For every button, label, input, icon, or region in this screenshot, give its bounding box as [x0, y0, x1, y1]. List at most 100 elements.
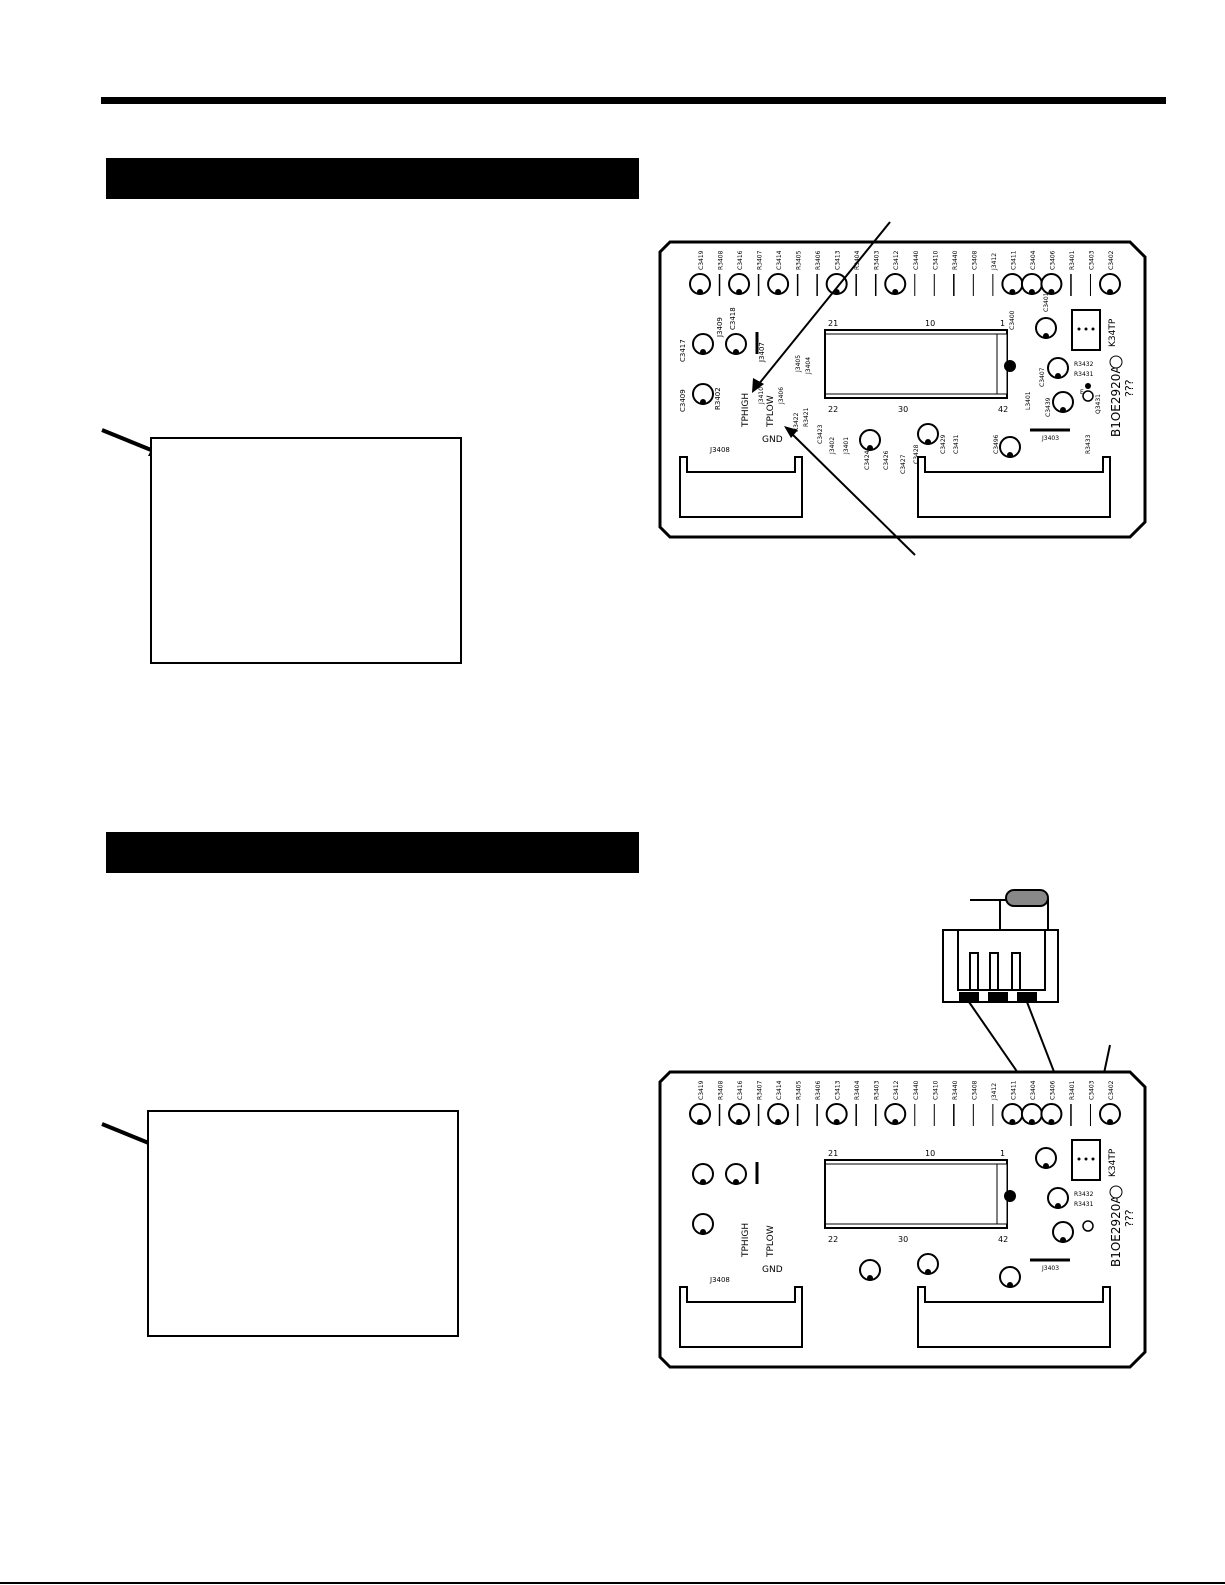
section-header-bar-2	[106, 832, 639, 873]
capacitor-polarity-dot	[1107, 1119, 1113, 1125]
top-component-label: R3405	[796, 250, 803, 270]
top-component-label: C3440	[913, 250, 920, 270]
label-tplow: TPLOW	[766, 395, 776, 428]
top-component-label: C3416	[737, 250, 744, 270]
top2-component-label: C3413	[835, 1080, 842, 1100]
label-board-rev: ???	[1123, 379, 1136, 397]
top2-component-label: C3403	[1088, 1080, 1095, 1100]
capacitor-polarity-dot	[1107, 289, 1113, 295]
label2-r3431: R3431	[1074, 1201, 1094, 1208]
top-component-label: C3403	[1088, 250, 1095, 270]
top-component-label: R3407	[757, 250, 764, 270]
ic-pin-1: 1	[1000, 319, 1005, 328]
tphigh-pointer-line	[757, 221, 891, 386]
top2-component-label: C3419	[698, 1080, 705, 1100]
top-component-label: C3414	[776, 250, 783, 270]
ic2-pin-10: 10	[925, 1149, 935, 1158]
footer-rule	[0, 1582, 1225, 1584]
top-component-label: J3412	[991, 253, 998, 271]
label2-gnd: GND	[762, 1265, 783, 1275]
top2-component-label: C3406	[1049, 1080, 1056, 1100]
capacitor-polarity-dot	[892, 1119, 899, 1125]
section-header-bar-1	[106, 158, 639, 199]
ic-pin-30: 30	[898, 405, 908, 414]
label-r3402: R3402	[714, 387, 722, 410]
label-j3401: J3401	[843, 437, 850, 455]
top-component-label: R3401	[1069, 250, 1076, 270]
capacitor-polarity-dot	[1028, 1119, 1035, 1125]
label2-board-rev: ???	[1123, 1209, 1136, 1227]
top2-component-label: R3405	[796, 1080, 803, 1100]
label-e: E	[1080, 389, 1084, 396]
capacitor-polarity-dot	[1009, 1119, 1016, 1125]
capacitor-polarity-dot	[736, 289, 743, 295]
top2-component-label: R3440	[952, 1080, 959, 1100]
top2-component-label: C3402	[1108, 1080, 1115, 1100]
label-j3406: J3406	[778, 387, 785, 405]
ic2-pin-21: 21	[828, 1149, 838, 1158]
label-c3496: C3496	[993, 434, 1000, 454]
header-rule	[101, 97, 1166, 104]
top-component-label: C3402	[1108, 250, 1115, 270]
capacitor-polarity-dot	[892, 289, 899, 295]
label2-tplow: TPLOW	[766, 1225, 776, 1258]
top2-component-label: C3411	[1010, 1080, 1017, 1100]
top2-component-label: C3404	[1030, 1080, 1037, 1100]
label-j3407: J3407	[758, 342, 766, 363]
ic-chip	[824, 329, 1008, 399]
label-r3422: R3422	[793, 412, 800, 432]
label-c3401: C3401	[1043, 292, 1050, 312]
top2-component-label: C3410	[932, 1080, 939, 1100]
capacitor-polarity-dot	[1009, 289, 1016, 295]
top-component-label: C3404	[1030, 250, 1037, 270]
ic2-pin-22: 22	[828, 1235, 838, 1244]
top-component-label: C3411	[1010, 250, 1017, 270]
label2-board-id: B1OE2920A	[1109, 1195, 1123, 1267]
top-component-label: R3408	[718, 250, 725, 270]
top2-component-label: C3440	[913, 1080, 920, 1100]
label-c3427: C3427	[900, 454, 907, 474]
label2-k34tp: K34TP	[1108, 1148, 1118, 1177]
label2-r3432: R3432	[1074, 1191, 1094, 1198]
top2-component-label: R3407	[757, 1080, 764, 1100]
top-component-label: R3406	[815, 250, 822, 270]
top-component-label: C3406	[1049, 250, 1056, 270]
label-c3400: C3400	[1009, 310, 1016, 330]
label-c3428: C3428	[913, 444, 920, 464]
ic-pin-21: 21	[828, 319, 838, 328]
label-r3421: R3421	[803, 407, 810, 427]
capacitor-polarity-dot	[1028, 289, 1035, 295]
ic2-pin-1: 1	[1000, 1149, 1005, 1158]
label-c3409: C3409	[679, 389, 687, 412]
top2-component-label: J3412	[991, 1083, 998, 1101]
label2-tphigh: TPHIGH	[741, 1223, 751, 1258]
ic-pin-10: 10	[925, 319, 935, 328]
top2-component-label: R3406	[815, 1080, 822, 1100]
label-j3404: J3404	[805, 357, 812, 375]
tplow-pointer-line	[789, 431, 916, 556]
top2-component-label: R3408	[718, 1080, 725, 1100]
top-component-label: C3408	[971, 250, 978, 270]
note-box-1	[150, 437, 462, 664]
capacitor-polarity-dot	[775, 289, 782, 295]
connector-plug	[942, 889, 1059, 1003]
top-component-label: R3404	[854, 250, 861, 270]
top2-component-label: C3408	[971, 1080, 978, 1100]
label-board-id: B1OE2920A	[1109, 365, 1123, 437]
capacitor-polarity-dot	[1048, 1119, 1055, 1125]
label-l3401: L3401	[1025, 391, 1032, 410]
label-c3423: C3423	[817, 424, 824, 444]
top2-component-label: C3412	[893, 1080, 900, 1100]
note-box-2	[147, 1110, 459, 1337]
top-component-label: R3403	[874, 250, 881, 270]
label-c3424: C3424	[864, 450, 871, 470]
capacitor-polarity-dot	[775, 1119, 782, 1125]
top-component-label: R3440	[952, 250, 959, 270]
label-c3426: C3426	[883, 450, 890, 470]
label-r3433: R3433	[1085, 434, 1092, 454]
capacitor-polarity-dot	[833, 1119, 840, 1125]
